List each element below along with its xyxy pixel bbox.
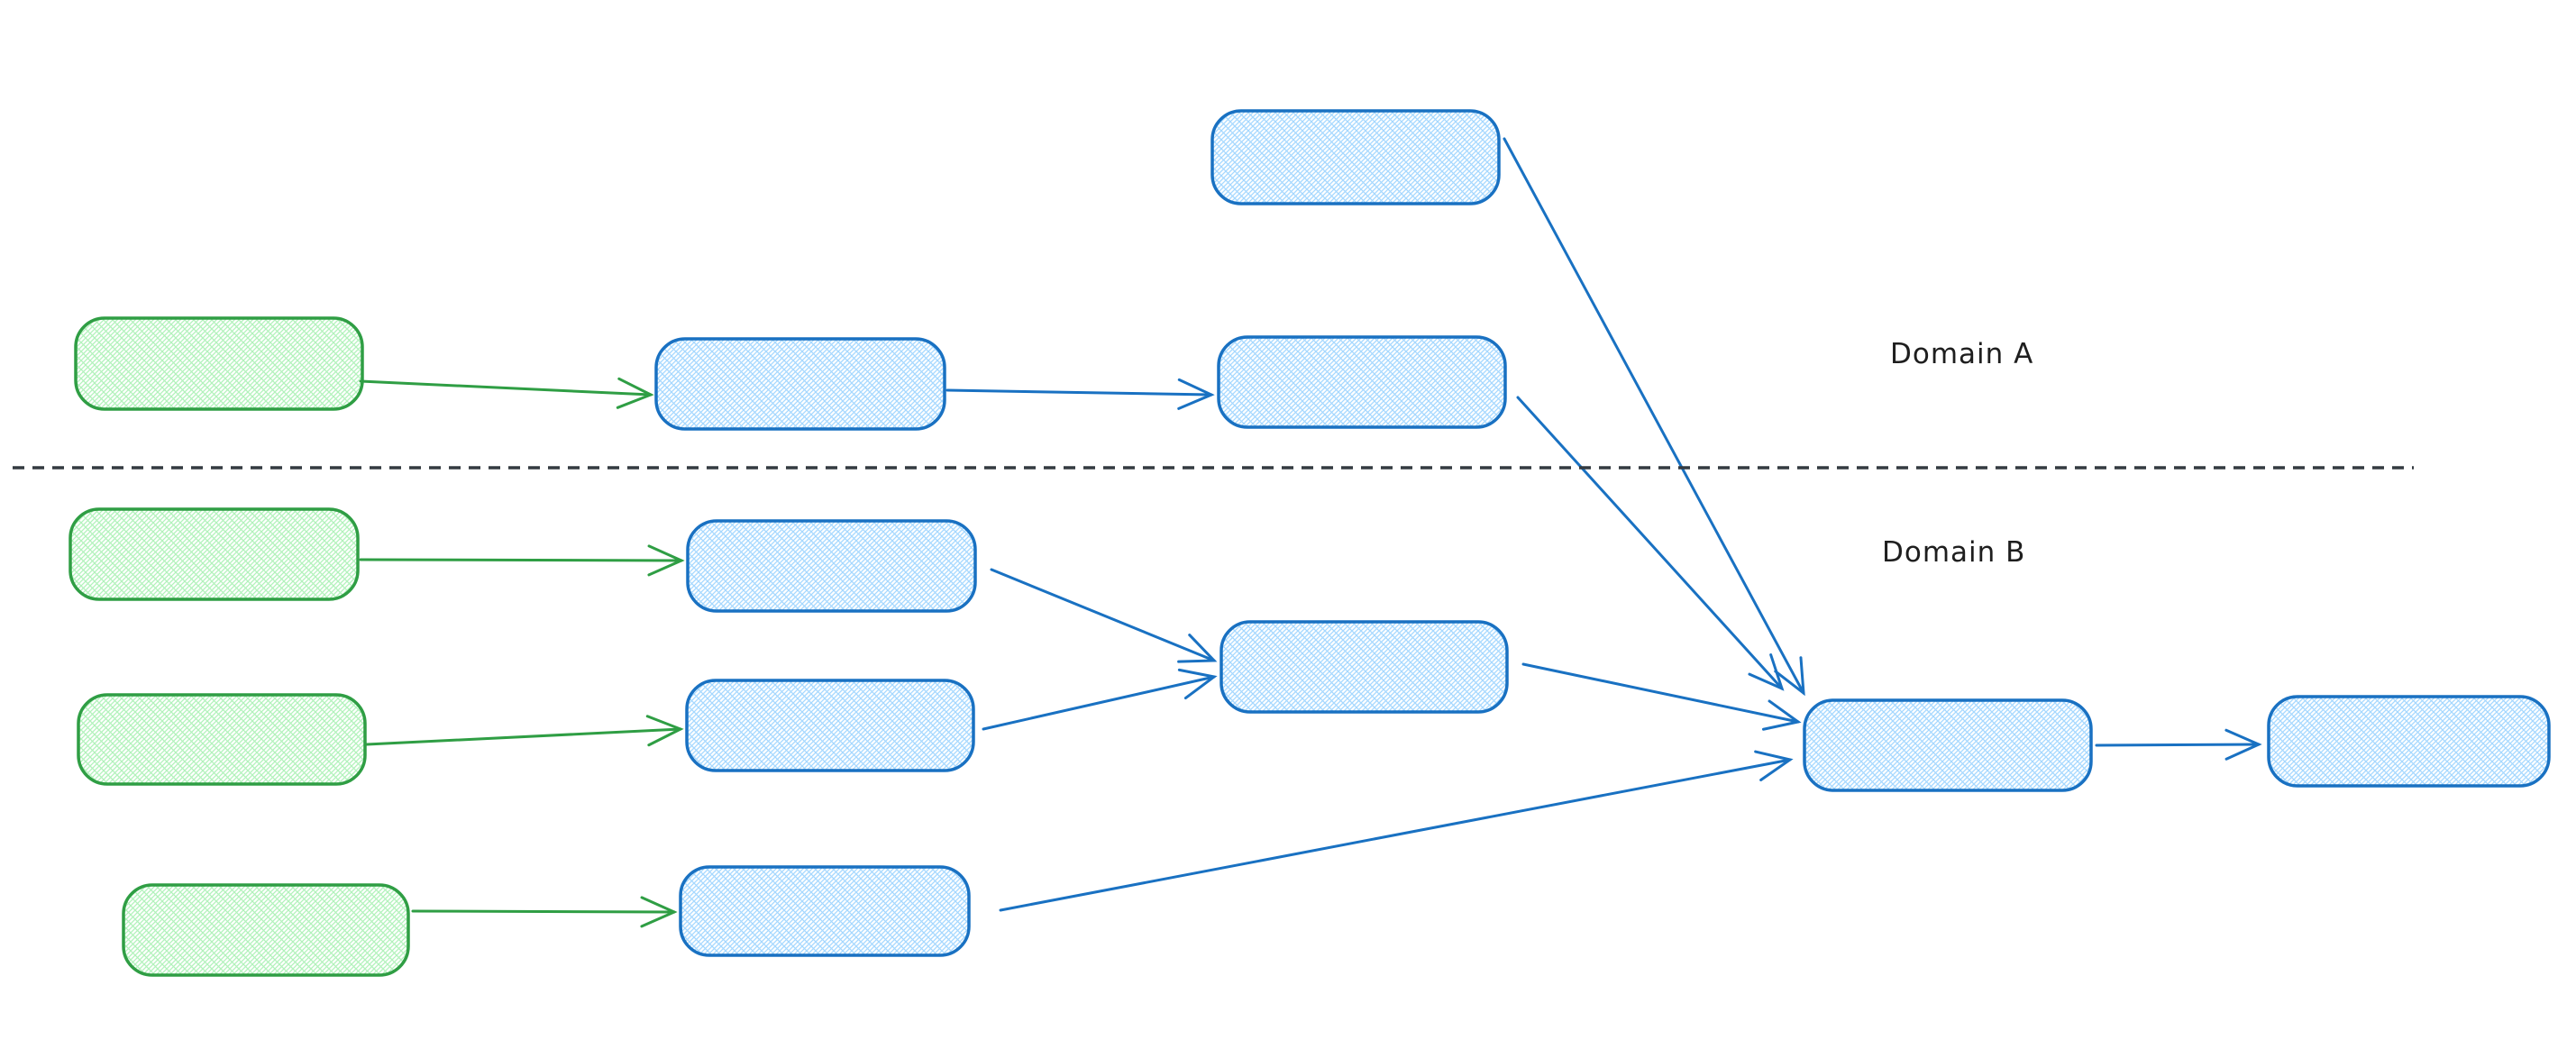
node-converge[interactable] xyxy=(1803,698,2093,792)
node-domain-a-stage-1[interactable] xyxy=(654,337,946,431)
edge-b-stage3-to-converge[interactable] xyxy=(999,750,1794,912)
edge-a-stage1-to-stage2[interactable] xyxy=(945,378,1215,410)
edge-b-source1-to-stage1[interactable] xyxy=(359,544,685,577)
edges-layer xyxy=(359,137,2262,928)
node-final[interactable] xyxy=(2267,695,2551,788)
edge-b-source2-to-stage2[interactable] xyxy=(365,715,684,747)
node-domain-b-source-1[interactable] xyxy=(69,507,360,601)
edge-top-to-converge[interactable] xyxy=(1503,137,1805,697)
edge-a-source-to-stage1[interactable] xyxy=(359,377,654,409)
node-domain-b-merge[interactable] xyxy=(1219,620,1509,714)
nodes-layer xyxy=(69,109,2551,977)
edge-converge-to-final[interactable] xyxy=(2095,728,2262,761)
node-domain-b-stage-1[interactable] xyxy=(686,519,977,613)
edge-b-stage1-to-merge[interactable] xyxy=(990,568,1218,663)
edge-b-source3-to-stage3[interactable] xyxy=(411,896,678,928)
node-domain-b-source-3[interactable] xyxy=(122,883,410,977)
edge-b-stage2-to-merge[interactable] xyxy=(982,668,1218,731)
node-domain-b-source-2[interactable] xyxy=(77,693,367,786)
domain-a-label[interactable]: Domain A xyxy=(1890,338,2033,370)
edge-merge-to-converge[interactable] xyxy=(1521,662,1802,731)
node-domain-a-stage-2[interactable] xyxy=(1217,335,1507,429)
edge-a-stage2-to-converge[interactable] xyxy=(1516,396,1785,691)
node-domain-a-source[interactable] xyxy=(74,316,364,411)
node-domain-b-stage-3[interactable] xyxy=(679,865,971,957)
node-top-blue[interactable] xyxy=(1210,109,1501,205)
node-domain-b-stage-2[interactable] xyxy=(685,679,975,772)
domain-b-label[interactable]: Domain B xyxy=(1882,536,2025,569)
